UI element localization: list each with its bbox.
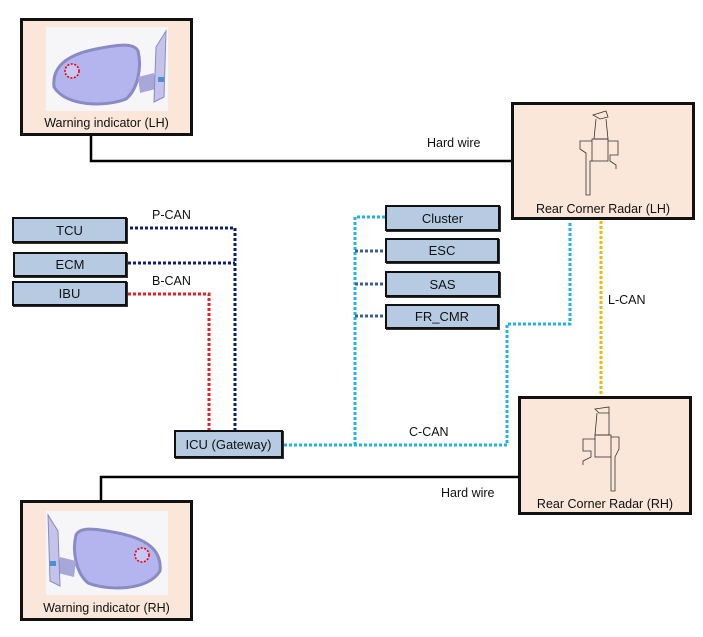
warning-indicator-lh: Warning indicator (LH) (20, 18, 193, 136)
warning-indicator-marker-icon (134, 547, 150, 563)
fr-cmr-module: FR_CMR (385, 304, 499, 329)
cluster-module: Cluster (385, 205, 500, 231)
rear-corner-radar-lh: Rear Corner Radar (LH) (511, 102, 695, 220)
warning-indicator-marker-icon (64, 63, 80, 79)
side-mirror-rh-image (46, 511, 168, 595)
radar-rh-caption: Rear Corner Radar (RH) (536, 497, 674, 511)
c-can-branch-line (353, 215, 385, 445)
mirror-rh-caption: Warning indicator (RH) (43, 601, 170, 615)
hard-wire-bottom-label: Hard wire (441, 486, 495, 500)
icu-gateway-module: ICU (Gateway) (174, 430, 283, 458)
ecm-module: ECM (13, 252, 127, 277)
p-can-label: P-CAN (152, 208, 191, 222)
esc-module: ESC (385, 238, 499, 263)
ibu-module: IBU (12, 281, 127, 306)
radar-lh-image (579, 110, 619, 196)
c-can-main-line (284, 221, 572, 447)
rear-corner-radar-rh: Rear Corner Radar (RH) (518, 396, 692, 515)
warning-indicator-rh: Warning indicator (RH) (20, 500, 193, 621)
mirror-lh-caption: Warning indicator (LH) (44, 116, 169, 130)
c-can-label: C-CAN (409, 425, 449, 439)
b-can-label: B-CAN (152, 274, 191, 288)
sas-module: SAS (385, 271, 500, 297)
hard-wire-top (89, 135, 511, 163)
hard-wire-bottom (99, 475, 518, 500)
hard-wire-top-label: Hard wire (427, 136, 481, 150)
radar-lh-caption: Rear Corner Radar (LH) (535, 202, 671, 216)
p-can-tcu-line (130, 226, 237, 430)
l-can-label: L-CAN (608, 293, 646, 307)
b-can-line (128, 292, 211, 430)
tcu-module: TCU (12, 217, 127, 243)
side-mirror-lh-image (46, 27, 168, 111)
radar-rh-image (582, 406, 620, 492)
